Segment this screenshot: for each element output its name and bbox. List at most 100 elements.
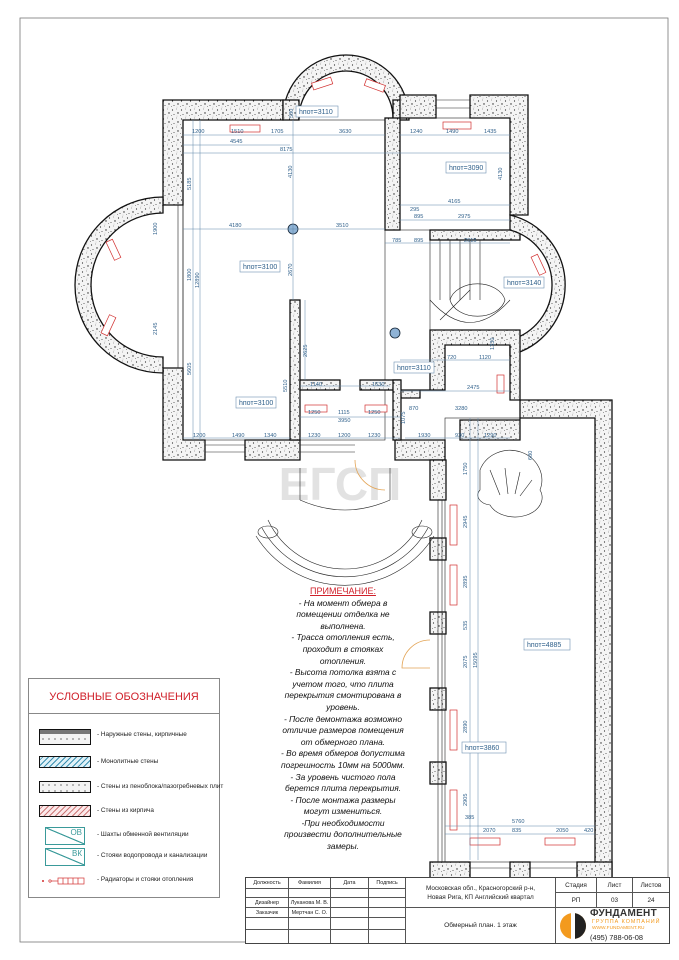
- watermark: ЕГСП: [279, 458, 401, 510]
- note-line: - Во время обмеров допустима: [281, 748, 405, 759]
- logo-url: WWW.FUNDAMENT.RU: [592, 926, 645, 931]
- note-line: могут измениться.: [303, 806, 383, 817]
- legend-item-monolithic: - Монолитные стены: [29, 754, 219, 774]
- door-swings: [354, 459, 431, 669]
- ceiling-height: hпот=3110: [299, 109, 333, 116]
- dimension-label: 1240: [410, 129, 422, 135]
- empty-cell: [369, 889, 406, 898]
- dimension-label: 2050: [556, 828, 568, 834]
- empty-cell: [246, 930, 289, 943]
- note-line: - За уровень чистого пола: [290, 771, 396, 782]
- ceiling-height: hпот=3090: [449, 165, 483, 172]
- water-riser-icon: ВК: [45, 848, 85, 866]
- note-line: - Трасса отопления есть,: [291, 632, 395, 643]
- ceiling-height: hпот=3140: [507, 280, 541, 287]
- dimension-label: 1290: [484, 433, 496, 439]
- note-line: произвести дополнительные: [284, 829, 402, 840]
- company-logo: ФУНДАМЕНТ ГРУППА КОМПАНИЙ WWW.FUNDAMENT.…: [556, 908, 669, 943]
- dimension-label: 1230: [308, 433, 320, 439]
- wall-wc-a: [299, 379, 341, 391]
- legend-panel: УСЛОВНЫЕ ОБОЗНАЧЕНИЯ - Наружные стены, к…: [28, 678, 223, 898]
- porch-steps: [255, 468, 435, 586]
- col-header-date: Дата: [331, 878, 369, 889]
- empty-cell: [289, 918, 331, 930]
- dimension-lines: [183, 120, 595, 860]
- note-line: проходит в стояках: [302, 643, 384, 654]
- dimension-label: 2895: [463, 576, 469, 588]
- legend-label: - Монолитные стены: [97, 758, 159, 765]
- dimension-label: 5510: [283, 380, 289, 392]
- ceiling-height: hпот=4885: [527, 642, 561, 649]
- empty-cell: [331, 908, 369, 918]
- dimension-label: 2670: [288, 264, 294, 276]
- sheets-label: Листов: [633, 878, 669, 893]
- empty-cell: [246, 889, 289, 898]
- dimension-label: 4180: [229, 223, 241, 229]
- note-line: -При необходимости: [301, 817, 385, 828]
- dimension-label: 420: [584, 828, 593, 834]
- foam-block-wall-swatch: [39, 781, 91, 793]
- col-header-name: Фамилия: [289, 878, 331, 889]
- ceiling-height: hпот=3110: [397, 365, 431, 372]
- empty-cell: [331, 930, 369, 943]
- dimension-label: 5760: [512, 819, 524, 825]
- note-line: помещении отделка не: [296, 609, 390, 620]
- dimension-label: 2890: [463, 721, 469, 733]
- dimension-label: 1250: [308, 410, 320, 416]
- legend-item-radiators: - Радиаторы и стояки отопления: [29, 872, 219, 892]
- ceiling-height: hпот=3100: [239, 400, 273, 407]
- role-client: Заказчик: [246, 908, 289, 918]
- title-block: Должность Фамилия Дата Подпись Дизайнер …: [245, 877, 670, 944]
- logo-subtitle: ГРУППА КОМПАНИЙ: [592, 919, 661, 925]
- note-line: от обмерного плана.: [300, 736, 386, 747]
- dimension-label: 2070: [483, 828, 495, 834]
- wall-left: [162, 99, 284, 206]
- wall-right-room-top: [399, 94, 529, 216]
- water-sewer-code: ВК: [72, 849, 82, 858]
- dimension-label: 4130: [288, 166, 294, 178]
- dimension-label: 835: [512, 828, 521, 834]
- empty-cell: [331, 889, 369, 898]
- wall-stair-top: [429, 229, 521, 241]
- walls: [74, 54, 613, 881]
- dimension-label: 1200: [192, 129, 204, 135]
- monolithic-wall-swatch: [39, 756, 91, 768]
- radiators: [100, 76, 576, 846]
- wall-left-lower: [162, 367, 206, 461]
- client-name: Мертчан С. О.: [289, 908, 331, 918]
- project-address: Московская обл., Красногорский р-н, Нова…: [406, 878, 556, 908]
- column-icon: [389, 327, 401, 339]
- designer-name: Луканова М. В.: [289, 898, 331, 908]
- dimension-label: 3510: [336, 223, 348, 229]
- dimension-label: 2625: [303, 345, 309, 357]
- dimension-label: 295: [410, 207, 419, 213]
- ceiling-height: hпот=3100: [243, 264, 277, 271]
- dimension-label: 720: [447, 355, 456, 361]
- dimension-label: 4545: [230, 139, 242, 145]
- dimension-label: 680: [528, 451, 534, 460]
- legend-item-foam-block: - Стены из пеноблока/пазогребневых плит: [29, 779, 223, 799]
- dimension-label: 4130: [498, 168, 504, 180]
- dimension-label: 2015: [464, 238, 476, 244]
- windows: [177, 99, 577, 869]
- logo-phone: (495) 788-06-08: [590, 933, 644, 942]
- ceiling-height-labels: hпот=3110 hпот=3090 hпот=3100 hпот=3100 …: [235, 105, 571, 754]
- dimension-label: 930: [455, 433, 464, 439]
- dimension-label: 1200: [193, 433, 205, 439]
- note-line: замеры.: [326, 841, 359, 852]
- dimension-label: 1340: [264, 433, 276, 439]
- dimension-label: 870: [409, 406, 418, 412]
- stage-value: РП: [556, 893, 597, 908]
- empty-cell: [369, 918, 406, 930]
- empty-cell: [369, 898, 406, 908]
- dimension-label: 1230: [368, 433, 380, 439]
- col-header-signature: Подпись: [369, 878, 406, 889]
- legend-label: - Шахты обменной вентиляции: [97, 831, 189, 838]
- legend-label: - Радиаторы и стояки отопления: [97, 876, 194, 883]
- ventilation-code: ОВ: [70, 828, 82, 837]
- dimension-label: 2075: [463, 656, 469, 668]
- dimension-label: 1750: [463, 463, 469, 475]
- staircase: [429, 240, 511, 330]
